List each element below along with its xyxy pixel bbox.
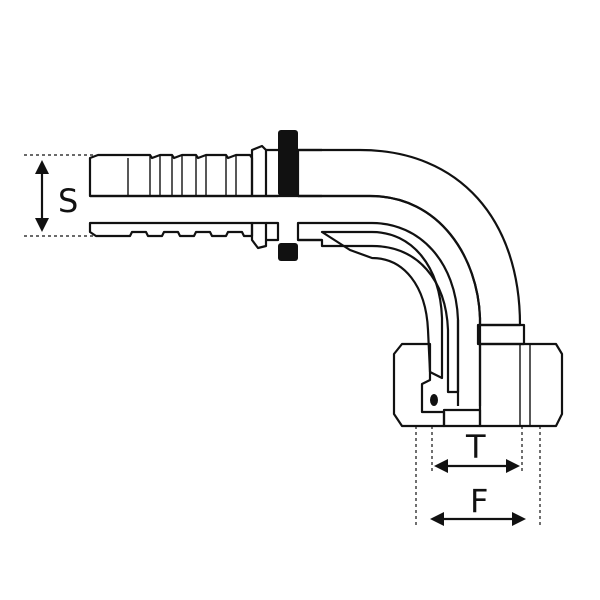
swivel-nut-section xyxy=(392,342,446,428)
collar-upper xyxy=(250,144,268,198)
elbow-section-wall xyxy=(296,221,460,394)
elbow-bore-vertical xyxy=(456,318,482,406)
hose-tail-lower-wall xyxy=(88,221,254,238)
nut-collar xyxy=(476,323,526,346)
dimension-f: F xyxy=(415,426,541,526)
dimension-t: T xyxy=(431,426,523,474)
dimension-s-label: S xyxy=(58,182,78,220)
dimension-f-label: F xyxy=(470,482,488,520)
elbow-tube-bore-upper xyxy=(90,194,482,319)
swivel-nut-hex xyxy=(478,342,564,428)
dimension-t-label: T xyxy=(465,428,486,466)
collar-lower xyxy=(250,221,268,250)
o-ring xyxy=(430,394,438,406)
dimension-s: S xyxy=(24,154,96,237)
elbow-section-hatch xyxy=(320,230,444,380)
retaining-clip-upper xyxy=(278,130,298,196)
cone-seat xyxy=(442,408,482,428)
hose-tail-upper-body xyxy=(88,153,254,198)
swivel-nut xyxy=(392,323,564,428)
retaining-clip-lower xyxy=(278,243,298,261)
